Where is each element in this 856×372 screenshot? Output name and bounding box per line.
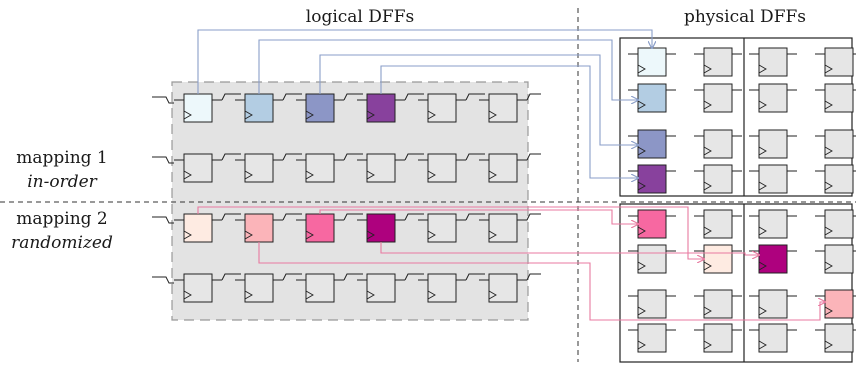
phys-bot-r1-c4 [815,209,856,239]
phys-top-r4-c4 [815,164,856,194]
m1-row2-dff-5 [418,153,466,183]
m2-row1-dff-3 [296,213,344,243]
wire-pink-3 [319,209,638,224]
phys-bot-r2-c2 [694,244,742,274]
m2-row2-dff-1 [174,273,222,303]
phys-bot-r4-c3 [749,323,797,353]
m2-row1-dff-5 [418,213,466,243]
m2-row2-dff-6 [479,273,527,303]
phys-bot-r3-c1 [628,289,676,319]
phys-top-r2-c3 [749,83,797,113]
wire-pink-1 [197,206,704,259]
mapping-wires [197,29,825,321]
m1-row2-dff-1 [174,153,222,183]
wire-pink-4 [380,242,759,255]
m2-row2-dff-2 [235,273,283,303]
phys-top-r2-c1 [628,83,676,113]
physical-bank-bottom [619,203,853,363]
m1-row1-dff-5 [418,93,466,123]
m1-row2-dff-3 [296,153,344,183]
phys-bot-r2-c3 [749,244,797,274]
phys-top-r3-c1 [628,129,676,159]
m2-row1-dff-1 [174,213,222,243]
phys-bot-r1-c3 [749,209,797,239]
phys-top-r1-c3 [749,47,797,77]
m1-row2-dff-2 [235,153,283,183]
phys-top-r4-c2 [694,164,742,194]
phys-bot-r1-c1 [628,209,676,239]
m2-row2-dff-4 [357,273,405,303]
phys-top-r3-c4 [815,129,856,159]
mapping1-subtitle: in-order [27,172,97,192]
wire-blue-4 [380,65,638,178]
phys-top-r2-c2 [694,83,742,113]
phys-bot-r3-c3 [749,289,797,319]
phys-bot-r3-c2 [694,289,742,319]
phys-bot-r2-c1 [628,244,676,274]
mapping1-title: mapping 1 [16,148,108,168]
m2-row1-dff-6 [479,213,527,243]
m2-row1-dff-2 [235,213,283,243]
phys-top-r1-c2 [694,47,742,77]
heading-physical-dffs: physical DFFs [684,7,806,27]
phys-top-r4-c3 [749,164,797,194]
m1-row2-dff-4 [357,153,405,183]
mapping2-title: mapping 2 [16,209,108,229]
m2-row1-dff-4 [357,213,405,243]
heading-logical-dffs: logical DFFs [306,7,414,27]
phys-bot-r1-c2 [694,209,742,239]
phys-bot-r4-c4 [815,323,856,353]
m2-row2-dff-3 [296,273,344,303]
mapping2-subtitle: randomized [11,233,113,253]
phys-top-r1-c1 [628,47,676,77]
phys-top-r2-c4 [815,83,856,113]
wire-pink-2 [258,242,825,321]
physical-bank-top [619,37,853,197]
m1-row1-dff-6 [479,93,527,123]
phys-bot-r4-c2 [694,323,742,353]
phys-bot-r3-c4 [815,289,856,319]
m2-row2-dff-5 [418,273,466,303]
phys-top-r3-c2 [694,129,742,159]
m1-row1-dff-4 [357,93,405,123]
physical-dff-cells [628,47,856,353]
logical-region [171,81,529,321]
m1-row2-dff-6 [479,153,527,183]
phys-top-r4-c1 [628,164,676,194]
wire-blue-2 [258,39,638,100]
phys-top-r3-c3 [749,129,797,159]
wire-blue-1 [197,29,652,94]
m1-row1-dff-2 [235,93,283,123]
phys-bot-r2-c4 [815,244,856,274]
phys-top-r1-c4 [815,47,856,77]
phys-bot-r4-c1 [628,323,676,353]
wire-blue-3 [319,54,638,145]
logical-dff-chains [152,93,541,303]
m1-row1-dff-1 [174,93,222,123]
